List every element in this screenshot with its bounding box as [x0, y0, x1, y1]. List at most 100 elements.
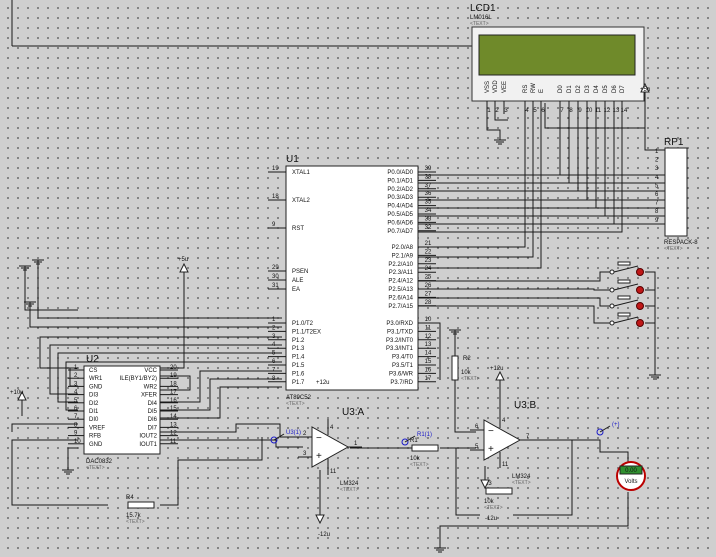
r3-resistor-ref: R3	[484, 481, 492, 487]
voltage-probe-2[interactable]: R1(1)	[401, 432, 432, 446]
u1-pin-number: 6	[272, 359, 276, 365]
u1-text: <TEXT>	[286, 401, 305, 407]
lcd-pin-label: D1	[567, 85, 573, 93]
voltage-probe-1[interactable]: U3(1)	[270, 430, 301, 444]
u1-pin-label: PSEN	[292, 269, 308, 275]
u3a-opamp-minus-sign: −	[316, 433, 322, 444]
lcd-pin-number: 6	[541, 108, 545, 114]
u1-pin-number: 19	[272, 166, 279, 172]
u1-pin-label: P2.4/A12	[388, 279, 413, 285]
u1-pin-number: 16	[425, 367, 432, 373]
u1-pin-number: 17	[425, 376, 432, 382]
r4-resistor-ref: R4	[126, 495, 134, 501]
probe-label: (+)	[612, 422, 620, 428]
u3b-opamp-pin: 5	[475, 444, 479, 450]
ground-symbol-4	[434, 547, 446, 553]
lcd-pin-number: 7	[560, 108, 564, 114]
u2-pin-number: 13	[170, 422, 177, 428]
supply-label: -12u	[485, 516, 497, 522]
u1-pin-label: P1.0/T2	[292, 321, 314, 327]
r1-resistor-ref: R1	[410, 438, 418, 444]
rp1-pin-number: 7	[655, 201, 659, 207]
r1-resistor-value: 10k	[410, 456, 421, 462]
u1-pin-label: P0.0/AD0	[387, 170, 413, 176]
lcd-pin-label: D6	[612, 85, 618, 93]
u1-pin-label: P1.1/T2EX	[292, 329, 321, 335]
u1-pin-label: RST	[292, 226, 304, 232]
lcd-model: LM016L	[470, 15, 492, 21]
lcd-pin-number: 2	[495, 108, 499, 114]
u3b-opamp-model: LM324	[512, 474, 531, 480]
u1-pin-number: 5	[272, 351, 276, 357]
u1-ref: U1	[286, 154, 299, 165]
push-button-2[interactable]	[609, 279, 644, 294]
voltmeter-reading: 0.00	[625, 468, 637, 474]
u2-pin-number: 1	[74, 365, 78, 371]
lcd-pin-label: RW	[531, 83, 537, 93]
supply-u3b-pos: +12u	[490, 366, 505, 381]
r1-resistor-text: <TEXT>	[410, 462, 429, 468]
u1-pin-number: 7	[272, 367, 276, 373]
r1-resistor[interactable]: R1 10k<TEXT>	[410, 438, 439, 468]
probe-label: U3(1)	[286, 430, 301, 436]
lcd-pin-number: 1	[487, 108, 491, 114]
u1-pin-label: P2.7/A15	[388, 304, 413, 310]
r2-resistor-value: 10k	[461, 370, 472, 376]
rp1-ref: RP1	[664, 137, 684, 148]
u1-pin-label: P2.2/A10	[388, 262, 413, 268]
u1-pin-number: 23	[425, 258, 432, 264]
u1-pin-number: 27	[425, 291, 432, 297]
push-button-4[interactable]	[609, 312, 644, 327]
u1-microcontroller[interactable]: U1AT89C52<TEXT>+12u19XTAL118XTAL29RST29P…	[268, 154, 436, 407]
lcd-pin-number: 14	[621, 108, 628, 114]
u1-pin-number: 30	[272, 274, 279, 280]
lcd-pin-label: RS	[523, 85, 529, 93]
push-button-1[interactable]	[609, 261, 644, 276]
u2-pin-number: 18	[170, 381, 177, 387]
u3b-opamp-minus-sign: −	[488, 426, 494, 437]
u1-pin-label: P1.6	[292, 371, 305, 377]
voltage-probe-3[interactable]: (+)	[596, 422, 620, 436]
u2-pin-number: 2	[74, 373, 78, 379]
u1-pin-number: 4	[272, 342, 276, 348]
rp1-text: <TEXT>	[664, 246, 683, 252]
rp1-pin-number: 4	[655, 175, 659, 181]
lcd-pin-label: D7	[620, 85, 626, 93]
u1-pin-number: 21	[425, 241, 432, 247]
u1-model: AT89C52	[286, 395, 312, 401]
u1-pin-label: ALE	[292, 278, 303, 284]
r3-resistor-value: 10k	[484, 499, 495, 505]
u1-pin-label: P1.2	[292, 338, 305, 344]
supply-label: +10u	[10, 390, 24, 396]
push-button-3[interactable]	[609, 295, 644, 310]
u1-pin-label: P3.4/T0	[392, 355, 414, 361]
lcd-component[interactable]: LCD1LM016L<TEXT>VSS1VDD2VEE3RS4RW5E6D07D…	[470, 3, 645, 114]
lcd-pin-number: 5	[533, 108, 537, 114]
u1-pin-label: XTAL2	[292, 198, 311, 204]
lcd-pin-number: 11	[595, 108, 602, 114]
u1-pin-label: P3.5/T1	[392, 363, 414, 369]
u2-pin-number: 6	[74, 406, 78, 412]
lcd-pin-number: 9	[578, 108, 582, 114]
lcd-pin-label: D5	[603, 85, 609, 93]
u1-pin-label: P1.5	[292, 363, 305, 369]
u2-pin-label: VCC	[144, 368, 157, 374]
u1-pin-label: XTAL1	[292, 170, 311, 176]
voltmeter-display	[619, 465, 643, 475]
u2-ref: U2	[86, 354, 99, 365]
lcd-pin-number: 10	[586, 108, 593, 114]
u3b-opamp-pin: 7	[526, 434, 530, 440]
u2-pin-number: 8	[74, 422, 78, 428]
supply-label: +5u	[178, 257, 188, 263]
u1-pin-label: P1.4	[292, 355, 305, 361]
